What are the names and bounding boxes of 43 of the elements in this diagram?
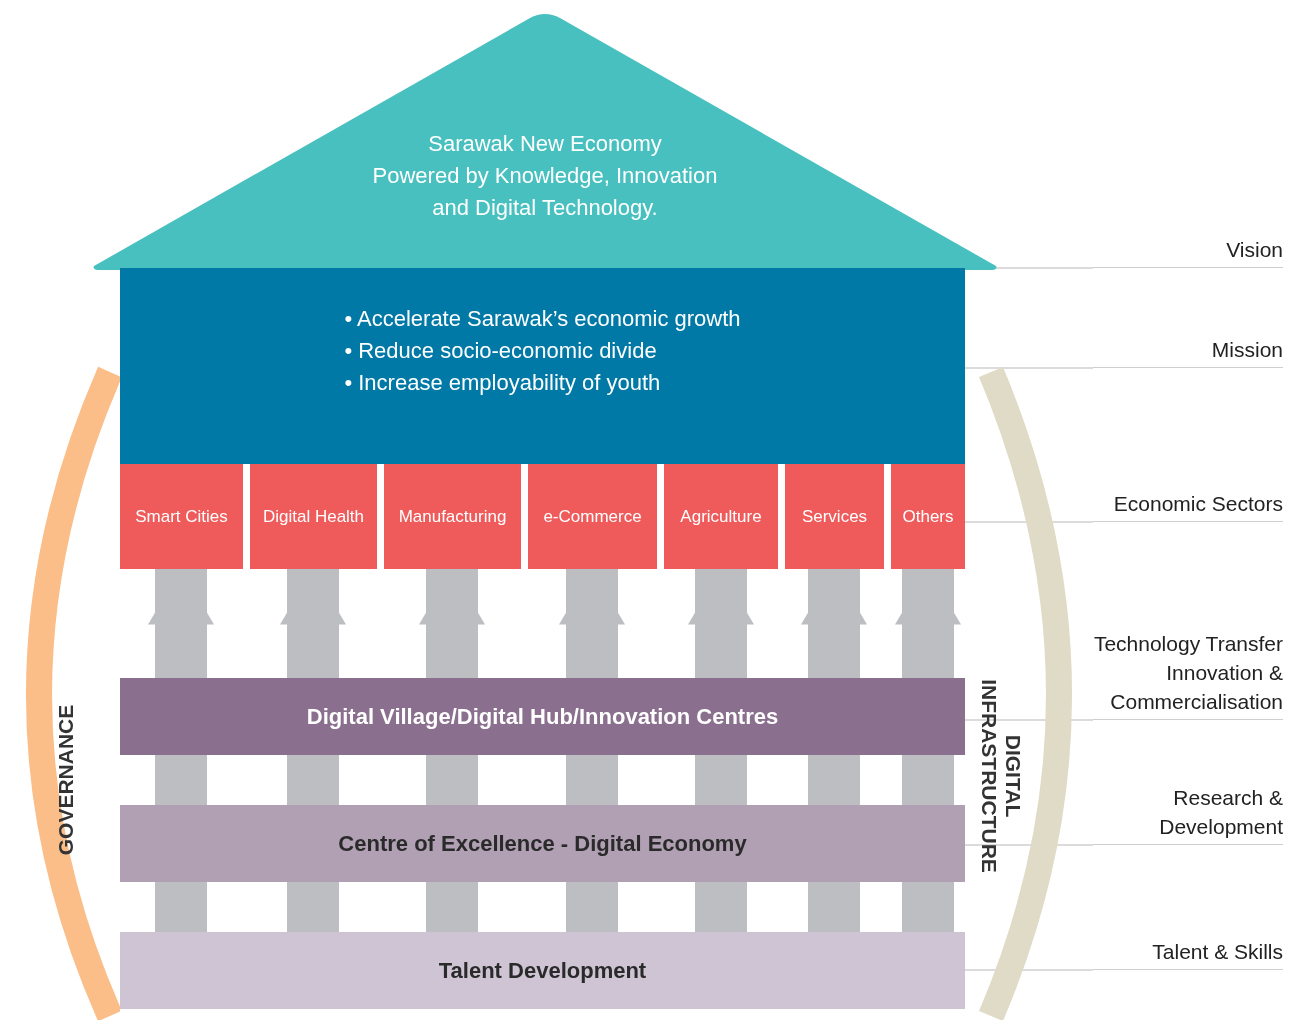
mission-box [120, 268, 965, 464]
row-label: Talent & Skills [1152, 939, 1283, 965]
sector-box [891, 464, 965, 569]
sector-box [384, 464, 521, 569]
side-label: DIGITAL INFRASTRUCTURE [977, 678, 1025, 875]
row-label: Research & Development [1158, 785, 1283, 840]
sector-box [250, 464, 377, 569]
row-label: Mission [1211, 337, 1283, 363]
sector-box [528, 464, 657, 569]
bullet-item: • Increase employability of youth [344, 369, 661, 397]
sector-label: Agriculture [680, 506, 762, 527]
sector-box [120, 464, 243, 569]
vision-text: Sarawak New Economy [428, 130, 662, 158]
sector-label: e-Commerce [543, 506, 642, 527]
arrow [801, 569, 867, 678]
sector-label: Digital Health [262, 506, 365, 527]
layer-label: Talent Development [438, 957, 647, 984]
sector-box [785, 464, 884, 569]
side-label: GOVERNANCE [54, 704, 78, 856]
sector-label: Smart Cities [135, 506, 228, 527]
sector-label: Others [902, 506, 954, 527]
sector-box [664, 464, 778, 569]
row-label: Economic Sectors [1113, 491, 1283, 517]
row-label: Vision [1226, 237, 1283, 263]
layer-band [120, 678, 965, 755]
arrow [895, 569, 961, 678]
layer-label: Digital Village/Digital Hub/Innovation Centres [306, 703, 779, 730]
arrow [559, 569, 625, 678]
layer-label: Centre of Excellence - Digital Economy [338, 830, 747, 857]
arrow [688, 569, 754, 678]
leader-line [964, 367, 1094, 369]
layer-band [120, 805, 965, 882]
arrow [148, 569, 214, 678]
bullet-item: • Reduce socio-economic divide [344, 337, 657, 365]
leader-line [994, 267, 1094, 269]
row-label: Technology Transfer Innovation & Commercialisation [1093, 631, 1283, 715]
sector-label: Services [801, 506, 868, 527]
arrow [419, 569, 485, 678]
bullet-item: • Accelerate Sarawak’s economic growth [344, 305, 741, 333]
layer-band [120, 932, 965, 1009]
arrow [280, 569, 346, 678]
vision-text: Powered by Knowledge, Innovation and Digital Technology. [371, 162, 719, 222]
sector-label: Manufacturing [398, 506, 507, 527]
